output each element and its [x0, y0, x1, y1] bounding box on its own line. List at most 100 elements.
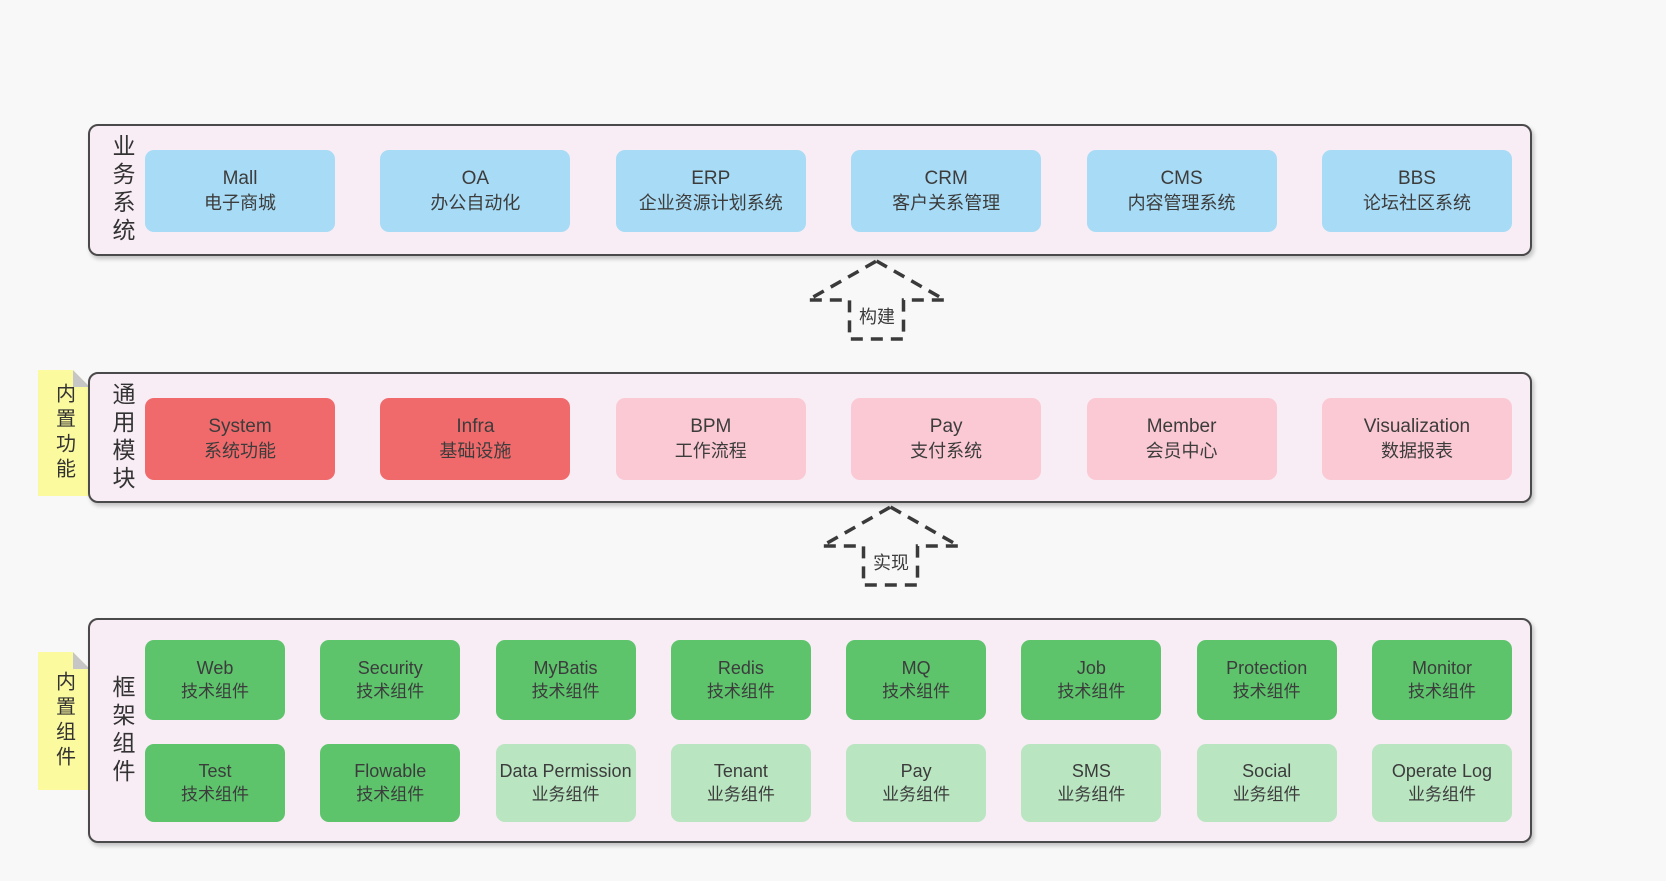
component-box-social: Social 业务组件: [1196, 744, 1337, 822]
box-title: CMS: [1160, 168, 1203, 189]
box-title: Visualization: [1363, 416, 1471, 437]
component-box-sms: SMS 业务组件: [1021, 744, 1162, 822]
box-subtitle: 支付系统: [910, 441, 983, 461]
box-title: Security: [357, 658, 423, 678]
sticky-note-builtin-components: 内置组件: [38, 652, 90, 790]
box-title: Data Permission: [499, 761, 632, 781]
component-box-mq: MQ 技术组件: [846, 640, 987, 720]
box-title: Operate Log: [1391, 761, 1492, 781]
box-subtitle: 技术组件: [1057, 682, 1126, 701]
business-box-crm: CRM 客户关系管理: [851, 150, 1042, 232]
sticky-note-label: 内置功能: [52, 383, 75, 483]
layer-label-components: 框架组件: [109, 674, 135, 787]
component-box-tenant: Tenant 业务组件: [670, 744, 811, 822]
box-title: Redis: [717, 658, 764, 678]
implement-arrow: 实现: [820, 504, 961, 588]
component-box-data-permission: Data Permission 业务组件: [495, 744, 636, 822]
implement-arrow-label: 实现: [870, 552, 912, 574]
box-title: Test: [198, 761, 232, 781]
box-subtitle: 技术组件: [882, 682, 951, 701]
box-subtitle: 基础设施: [439, 441, 512, 461]
box-subtitle: 技术组件: [181, 785, 249, 804]
box-subtitle: 技术组件: [356, 785, 425, 804]
box-title: Job: [1076, 658, 1106, 678]
box-subtitle: 客户关系管理: [892, 193, 1001, 213]
box-subtitle: 业务组件: [1057, 785, 1126, 804]
box-title: Pay: [929, 416, 963, 437]
box-subtitle: 办公自动化: [430, 193, 521, 213]
box-title: Infra: [456, 416, 495, 437]
box-subtitle: 业务组件: [1407, 785, 1476, 804]
box-title: Mall: [222, 168, 258, 189]
up-arrow-icon: [806, 258, 947, 341]
components-box-row-1: Web 技术组件 Security 技术组件 MyBatis 技术组件 Redi…: [145, 640, 1512, 720]
modules-box-row: System 系统功能 Infra 基础设施 BPM 工作流程 Pay 支付系统…: [145, 398, 1512, 480]
component-box-mybatis: MyBatis 技术组件: [495, 640, 636, 720]
component-box-job: Job 技术组件: [1021, 640, 1162, 720]
build-arrow: 构建: [806, 258, 947, 342]
box-title: MyBatis: [533, 658, 598, 678]
component-box-web: Web 技术组件: [145, 640, 285, 720]
box-subtitle: 工作流程: [674, 441, 747, 461]
box-title: Web: [196, 658, 234, 678]
module-box-visualization: Visualization 数据报表: [1321, 398, 1512, 480]
box-title: Flowable: [354, 761, 427, 781]
component-box-protection: Protection 技术组件: [1196, 640, 1337, 720]
module-box-bpm: BPM 工作流程: [615, 398, 806, 480]
box-subtitle: 业务组件: [706, 785, 775, 804]
box-title: Social: [1242, 761, 1292, 781]
box-subtitle: 电子商城: [204, 193, 276, 213]
box-subtitle: 技术组件: [181, 682, 249, 701]
business-box-mall: Mall 电子商城: [145, 150, 335, 232]
box-subtitle: 企业资源计划系统: [638, 193, 783, 213]
business-box-cms: CMS 内容管理系统: [1086, 150, 1277, 232]
component-box-redis: Redis 技术组件: [670, 640, 811, 720]
box-title: Pay: [900, 761, 932, 781]
up-arrow-icon: [820, 504, 961, 587]
box-title: Member: [1146, 416, 1217, 437]
business-box-bbs: BBS 论坛社区系统: [1321, 150, 1512, 232]
component-box-pay: Pay 业务组件: [846, 744, 987, 822]
box-title: ERP: [691, 168, 731, 189]
box-subtitle: 会员中心: [1145, 441, 1218, 461]
box-subtitle: 技术组件: [1407, 682, 1476, 701]
box-title: System: [208, 416, 272, 437]
component-box-operate-log: Operate Log 业务组件: [1371, 744, 1512, 822]
box-subtitle: 技术组件: [356, 682, 425, 701]
box-title: BBS: [1397, 168, 1436, 189]
box-title: OA: [461, 168, 490, 189]
box-title: BPM: [690, 416, 732, 437]
box-title: Tenant: [713, 761, 768, 781]
module-box-system: System 系统功能: [145, 398, 335, 480]
layer-label-business: 业务系统: [109, 134, 135, 246]
box-subtitle: 技术组件: [706, 682, 775, 701]
box-title: MQ: [901, 658, 931, 678]
module-box-infra: Infra 基础设施: [380, 398, 571, 480]
component-box-security: Security 技术组件: [320, 640, 461, 720]
box-subtitle: 内容管理系统: [1127, 193, 1236, 213]
module-box-pay: Pay 支付系统: [851, 398, 1042, 480]
box-subtitle: 技术组件: [1232, 682, 1301, 701]
business-box-oa: OA 办公自动化: [380, 150, 571, 232]
box-title: SMS: [1071, 761, 1111, 781]
business-box-row: Mall 电子商城 OA 办公自动化 ERP 企业资源计划系统 CRM 客户关系…: [145, 150, 1512, 232]
component-box-test: Test 技术组件: [145, 744, 285, 822]
layer-label-modules: 通用模块: [109, 381, 135, 494]
box-title: Protection: [1226, 658, 1308, 678]
sticky-note-builtin-features: 内置功能: [38, 370, 90, 496]
box-subtitle: 数据报表: [1380, 441, 1453, 461]
box-subtitle: 业务组件: [882, 785, 951, 804]
component-box-flowable: Flowable 技术组件: [320, 744, 461, 822]
business-systems-container: 业务系统 Mall 电子商城 OA 办公自动化 ERP 企业资源计划系统 CRM…: [88, 124, 1532, 256]
box-subtitle: 技术组件: [531, 682, 600, 701]
box-subtitle: 论坛社区系统: [1362, 193, 1471, 213]
box-title: Monitor: [1411, 658, 1472, 678]
box-subtitle: 业务组件: [1232, 785, 1301, 804]
common-modules-container: 通用模块 System 系统功能 Infra 基础设施 BPM 工作流程 Pay…: [88, 372, 1532, 503]
box-subtitle: 业务组件: [531, 785, 600, 804]
module-box-member: Member 会员中心: [1086, 398, 1277, 480]
build-arrow-label: 构建: [856, 306, 898, 328]
components-box-row-2: Test 技术组件 Flowable 技术组件 Data Permission …: [145, 744, 1512, 822]
box-title: CRM: [924, 168, 968, 189]
box-subtitle: 系统功能: [204, 441, 276, 461]
